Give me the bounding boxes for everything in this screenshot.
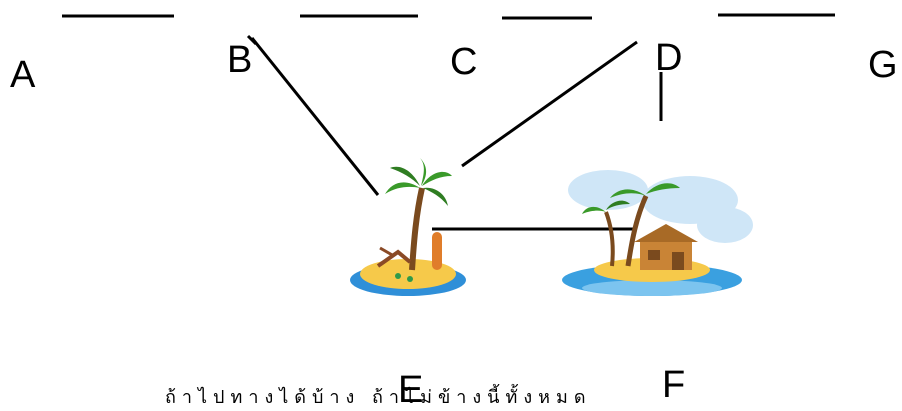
node-label-b: B <box>227 39 253 81</box>
bottom-caption: ถ้าไปทางได้บ้าง ถ้าไม่ข้างนี้ทั้งหมด <box>165 387 592 408</box>
node-label-g: G <box>868 44 898 86</box>
node-label-c: C <box>450 41 478 83</box>
node-label-d: D <box>655 37 683 79</box>
node-label-f: F <box>662 364 686 406</box>
island-e-icon <box>350 158 466 296</box>
island-f-icon <box>562 170 753 296</box>
edge-d-e <box>461 40 638 168</box>
node-label-e: E <box>398 369 424 411</box>
node-label-a: A <box>10 54 36 96</box>
edge-b-e <box>250 37 380 196</box>
mark-b <box>246 34 258 46</box>
